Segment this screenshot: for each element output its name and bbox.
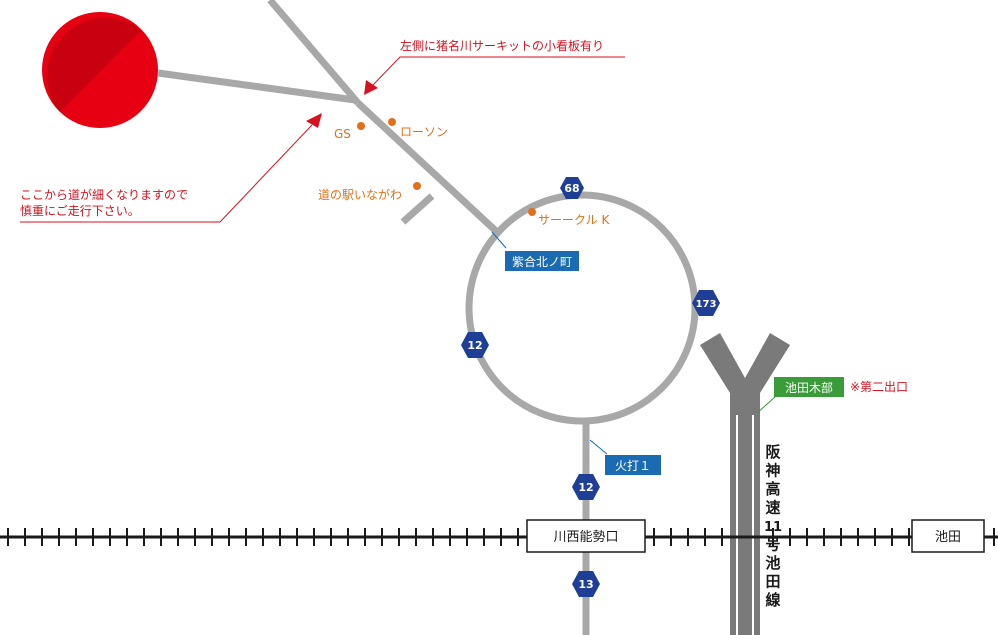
landmark-gs: GS [334, 122, 365, 141]
station-ikeda-label: 池田 [935, 530, 961, 545]
intersection-ikeda-kibe: 池田木部 [756, 377, 844, 414]
landmark-circle-k: サーークル K [528, 208, 610, 227]
intersection-hiuchi-label: 火打１ [615, 459, 651, 473]
route-173-number: 173 [696, 299, 717, 310]
landmark-lawson-label: ローソン [400, 125, 448, 139]
intersection-murasakiai: 紫合北ノ町 [491, 231, 579, 271]
landmark-michi-no-eki: 道の駅いながわ [318, 182, 421, 202]
landmark-lawson: ローソン [388, 118, 448, 139]
landmark-circle-k-label: サーークル K [538, 213, 610, 227]
station-ikeda: 池田 [911, 519, 985, 553]
landmark-michi-no-eki-label: 道の駅いながわ [318, 187, 402, 202]
destination-marker [42, 12, 158, 128]
highway-name-char: 神 [765, 462, 780, 480]
note-narrow-line1: ここから道が細くなりますので [20, 187, 188, 202]
note-sign: 左側に猪名川サーキットの小看板有り [364, 38, 625, 95]
route-12-south-number: 12 [578, 481, 593, 494]
route-68-shield: 68 [560, 177, 584, 199]
route-68-number: 68 [564, 182, 579, 195]
intersection-hiuchi: 火打１ [589, 439, 661, 475]
highway-name-char: 11 [764, 520, 782, 535]
road-to-destination [157, 69, 356, 104]
note-narrow-line2: 慎重にご走行下さい。 [20, 203, 140, 218]
landmark-gs-label: GS [334, 127, 351, 141]
highway-name-char: 速 [765, 499, 780, 517]
route-13-shield: 13 [572, 571, 600, 597]
note-second-exit: ※第二出口 [850, 380, 908, 394]
highway-name-char: 田 [765, 573, 780, 591]
route-13-number: 13 [578, 578, 593, 591]
route-12-shield-south: 12 [572, 474, 600, 500]
station-kawanishi: 川西能勢口 [526, 519, 646, 553]
main-road-upper [267, 0, 361, 106]
ring-road [465, 191, 699, 425]
route-173-shield: 173 [692, 290, 720, 316]
intersection-ikeda-kibe-label: 池田木部 [785, 380, 833, 395]
route-12-shield-ring: 12 [461, 332, 489, 358]
station-kawanishi-label: 川西能勢口 [553, 530, 618, 545]
highway-name-char: 線 [765, 591, 780, 609]
intersection-murasakiai-label: 紫合北ノ町 [512, 254, 572, 269]
highway-name-char: 高 [765, 480, 780, 498]
highway-name-char: 池 [765, 554, 780, 572]
highway-name-char: 阪 [765, 443, 781, 461]
note-sign-text: 左側に猪名川サーキットの小看板有り [400, 38, 604, 53]
note-narrow-road: ここから道が細くなりますので 慎重にご走行下さい。 [20, 113, 322, 223]
highway-name-char: 号 [765, 536, 780, 554]
main-road-lower [355, 100, 500, 235]
hanshin-expressway [700, 333, 790, 635]
route-12-ring-number: 12 [467, 339, 482, 352]
railway [0, 528, 998, 546]
side-road-michi [400, 193, 435, 225]
